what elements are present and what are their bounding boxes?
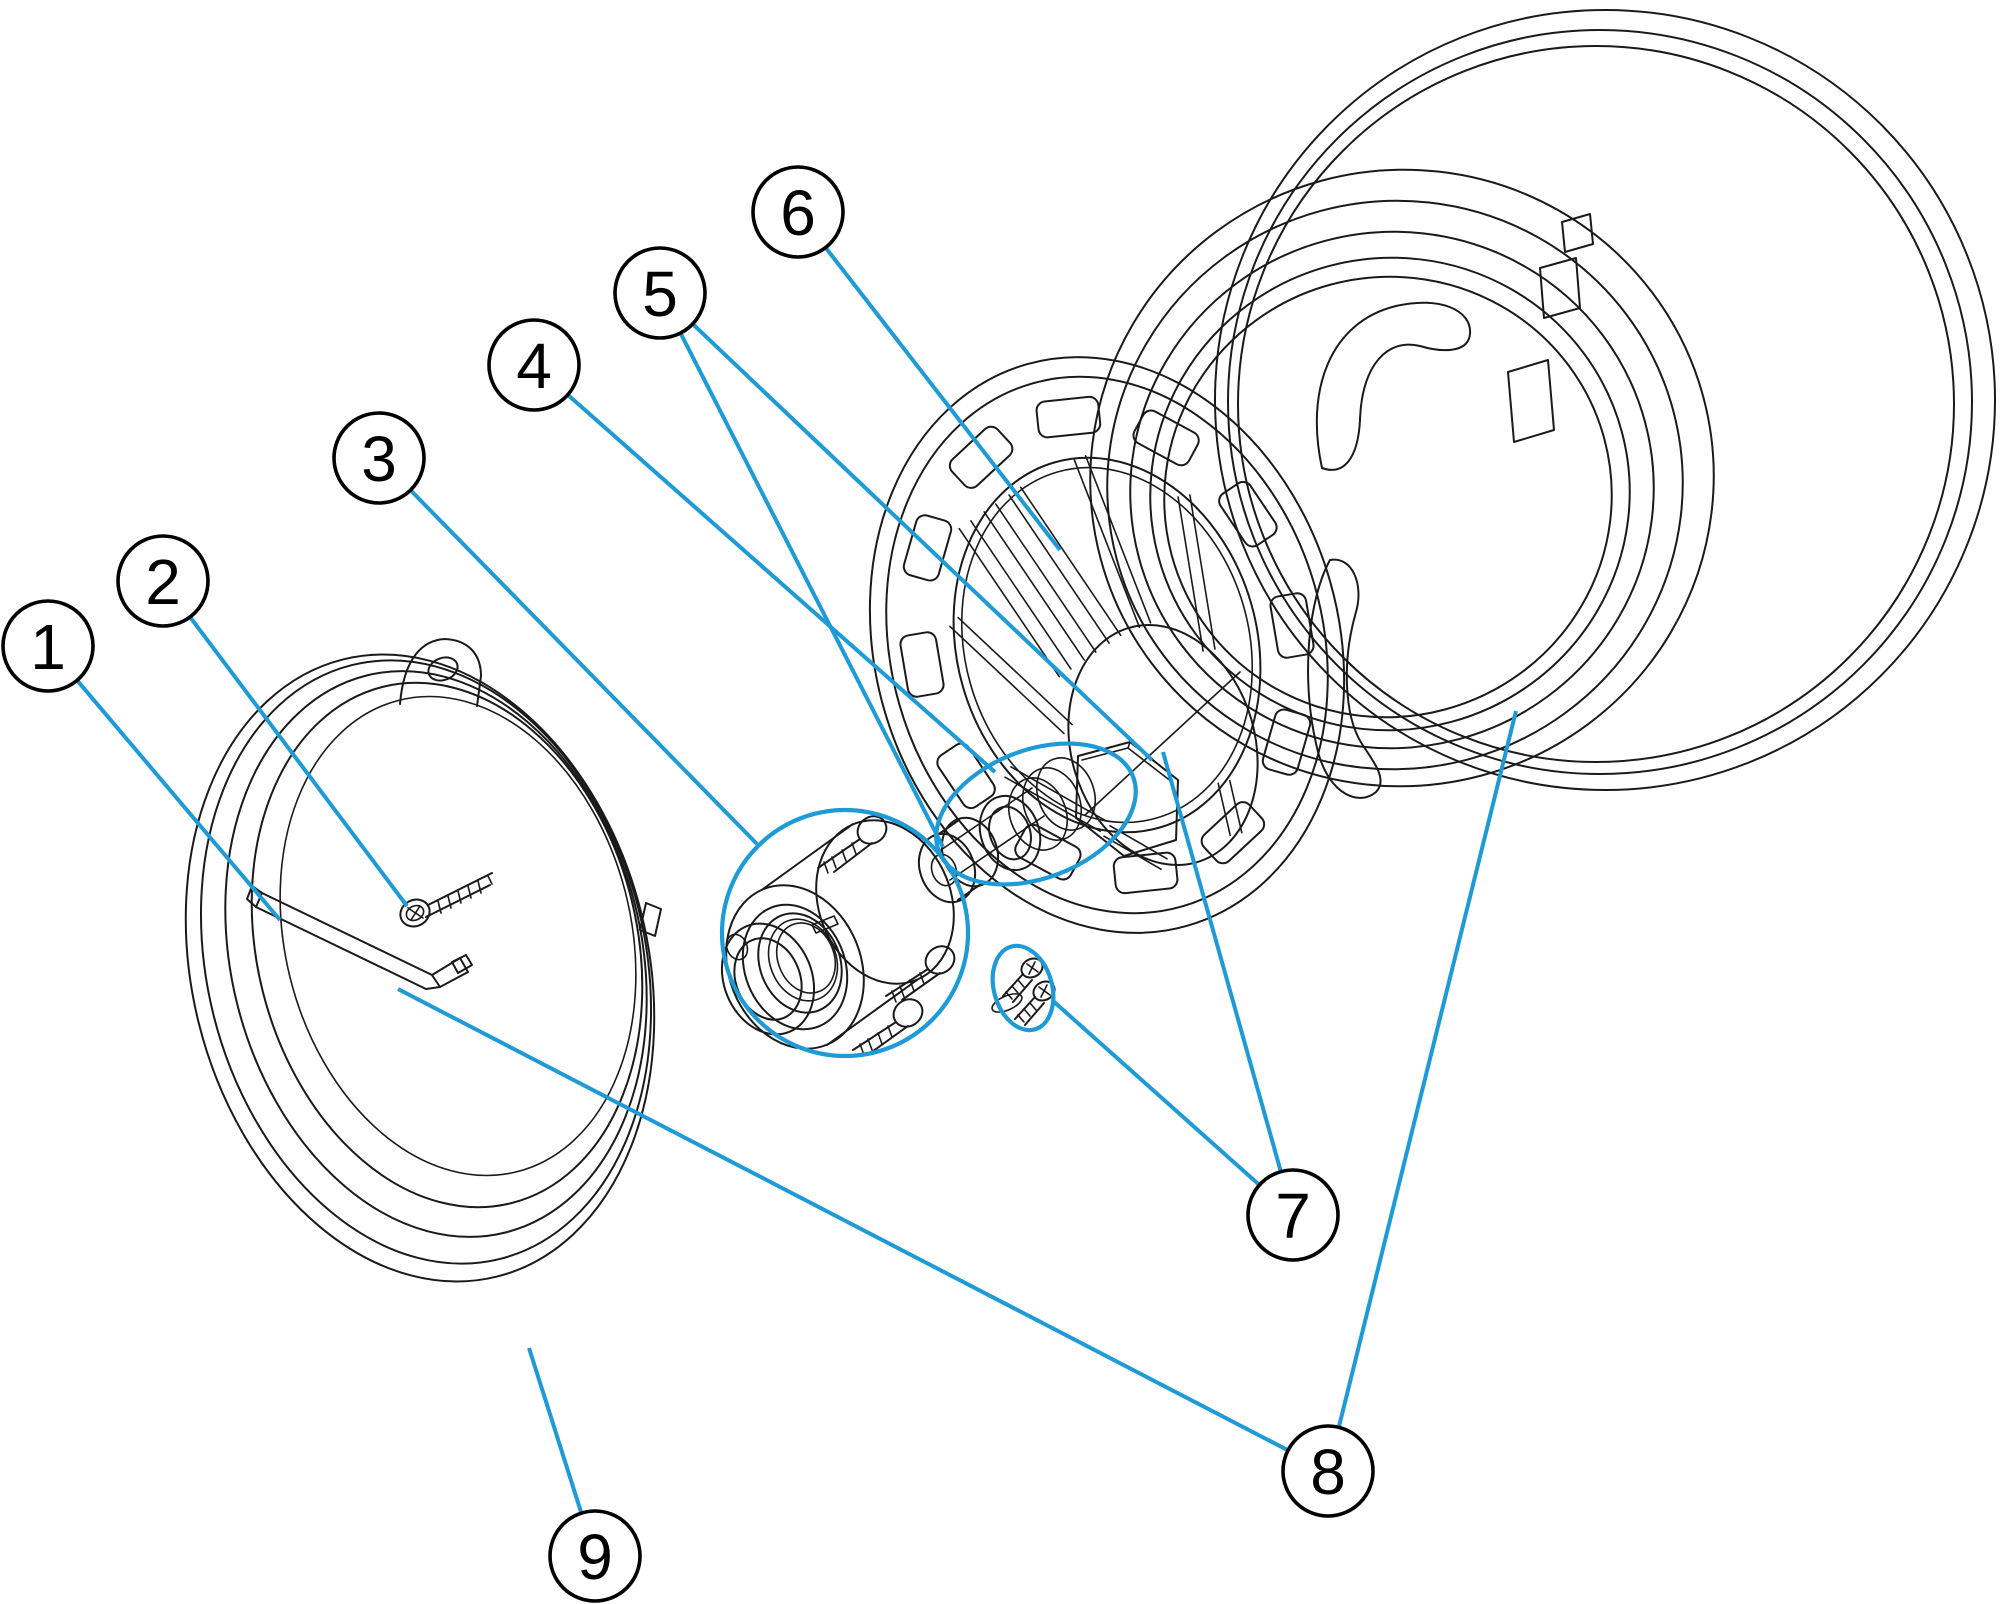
fixing-screw: [399, 872, 493, 928]
faceplate-tab: [948, 425, 1014, 489]
leader-line: [691, 322, 1154, 762]
lens-bracket: [399, 638, 482, 707]
faceplate-tab: [1269, 592, 1315, 659]
callout-4[interactable]: 4: [487, 318, 997, 774]
leader-line: [188, 615, 409, 908]
leader-line: [566, 393, 997, 774]
group-highlight-ellipse: [990, 943, 1056, 1033]
niche-clip-top: [1315, 301, 1472, 471]
niche-lug: [1539, 257, 1581, 319]
hub-threaded-boss: [1008, 741, 1179, 857]
callout-circle[interactable]: [613, 246, 707, 340]
leader-line: [409, 488, 759, 846]
gland-screw: [885, 945, 956, 1003]
leader-line: [1050, 998, 1261, 1187]
callout-3[interactable]: 3: [332, 411, 759, 846]
callout-number: 4: [516, 330, 552, 402]
callout-circle[interactable]: [548, 1509, 642, 1603]
gland-screw: [852, 998, 924, 1056]
callout-2[interactable]: 2: [116, 534, 409, 908]
callout-number: 3: [361, 423, 397, 495]
callout-number: 5: [642, 258, 678, 330]
faceplate-tab-ring: [899, 395, 1315, 895]
lamp-face: [1067, 624, 1259, 866]
callout-circle[interactable]: [332, 411, 426, 505]
niche-housing: [1089, 9, 1996, 799]
faceplate-tab: [902, 514, 953, 582]
gland-washer-nut-set: [917, 787, 1045, 904]
callout-circle[interactable]: [116, 534, 210, 628]
o-ring-washer: [978, 794, 1042, 872]
callout-circle[interactable]: [487, 318, 581, 412]
faceplate-tab: [1132, 409, 1200, 467]
faceplate-wheel: [868, 356, 1346, 934]
phillips-slot-icon: [407, 905, 424, 921]
niche-lug: [1561, 213, 1594, 253]
faceplate-spokes: [949, 455, 1243, 870]
leader-line: [75, 679, 282, 922]
callout-number: 1: [30, 611, 66, 683]
faceplate-tab: [899, 631, 945, 698]
leader-line: [527, 1347, 584, 1514]
leader-line: [1336, 710, 1518, 1428]
callout-circle[interactable]: [751, 165, 845, 259]
niche-clip-left: [1307, 558, 1382, 799]
callout-circle[interactable]: [1281, 1424, 1375, 1518]
lens-trim-assembly: [184, 638, 662, 1283]
callout-7[interactable]: 7: [1050, 751, 1340, 1262]
callout-5[interactable]: 5: [613, 246, 1154, 848]
callout-circle[interactable]: [1, 599, 95, 693]
lens-side-tab: [639, 902, 662, 937]
terminal-screws: [991, 957, 1056, 1026]
group-highlight-ellipse: [934, 741, 1138, 887]
leader-line: [678, 332, 945, 848]
faceplate-tab: [936, 742, 996, 810]
retaining-clip: [246, 885, 473, 990]
callouts: 1 2 3 4 5 6 7 8 9: [1, 165, 1518, 1603]
faceplate-tab: [1200, 801, 1266, 865]
callout-circle[interactable]: [1246, 1168, 1340, 1262]
group-highlight-ellipse: [719, 807, 971, 1059]
clip-latch: [425, 957, 469, 990]
group-highlights: [719, 741, 1138, 1059]
faceplate-tab: [1035, 395, 1102, 439]
faceplate-tab: [1261, 708, 1312, 776]
leader-line: [1161, 751, 1283, 1173]
callout-number: 2: [145, 546, 181, 618]
gland-screw: [817, 815, 888, 874]
leader-line: [397, 987, 1289, 1453]
callout-number: 6: [780, 177, 816, 249]
clip-latch-tab: [451, 954, 473, 974]
lens-bracket-hole: [427, 656, 459, 682]
callout-1[interactable]: 1: [1, 599, 282, 922]
callout-number: 7: [1275, 1180, 1311, 1252]
cable-gland-assembly: [720, 815, 956, 1056]
callout-number: 8: [1310, 1436, 1346, 1508]
callout-8[interactable]: 8: [397, 710, 1518, 1518]
faceplate-tab: [1218, 480, 1278, 548]
niche-lug: [1507, 359, 1555, 443]
callout-6[interactable]: 6: [751, 165, 1062, 552]
faceplate-tab: [1112, 851, 1179, 895]
callout-9[interactable]: 9: [527, 1347, 642, 1603]
callout-number: 9: [577, 1521, 613, 1593]
leader-line: [823, 246, 1062, 552]
